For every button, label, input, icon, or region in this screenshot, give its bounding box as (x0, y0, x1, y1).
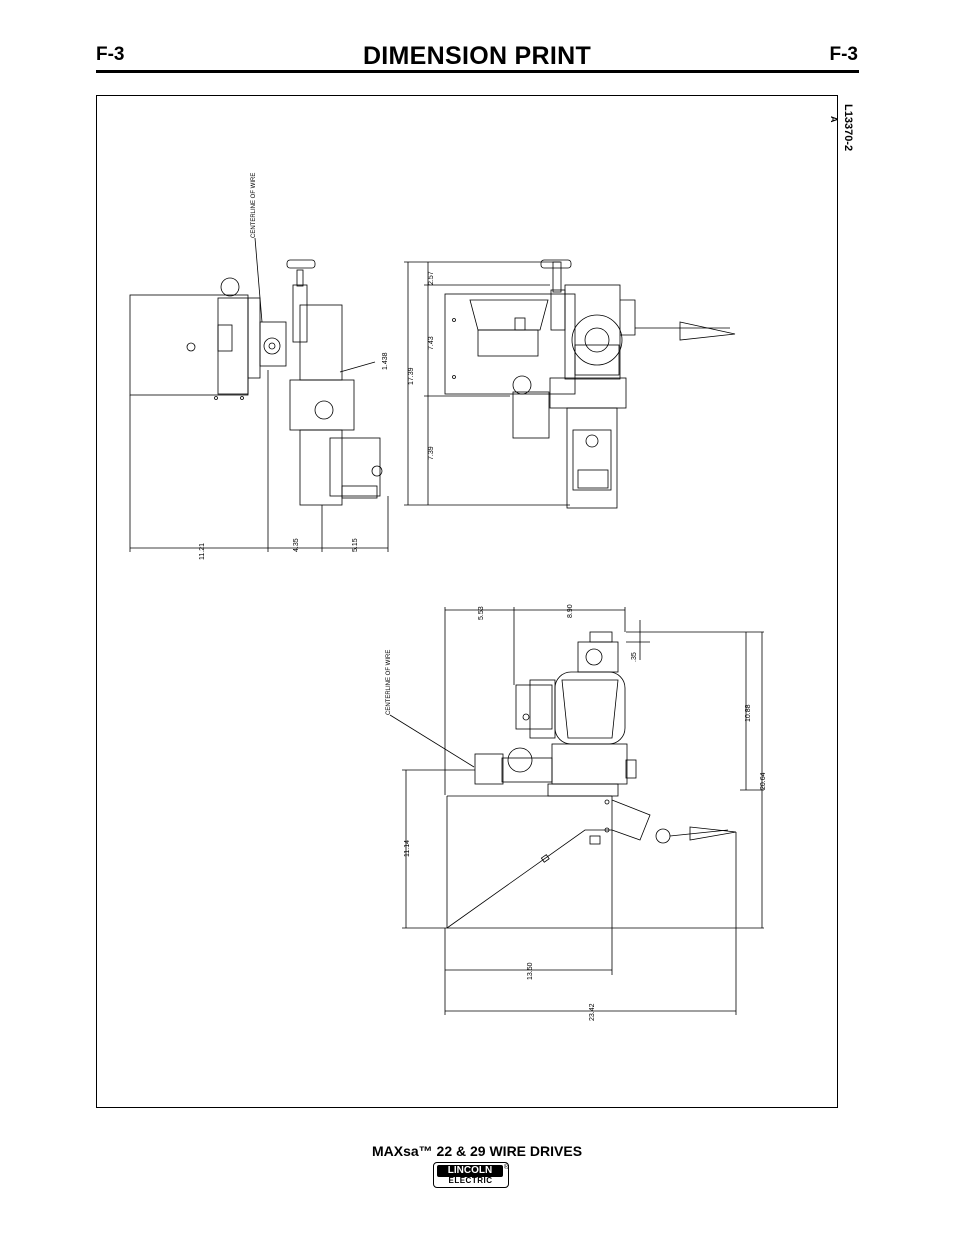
drawing-frame (96, 95, 838, 1108)
centerline-label-top: CENTERLINE OF WIRE (251, 173, 257, 238)
dim-8-90: 8.90 (567, 604, 574, 618)
revision-letter: A (829, 116, 839, 123)
dim-11-14: 11.14 (404, 840, 411, 857)
dim-1-438: 1.438 (382, 352, 389, 370)
centerline-label-bottom: CENTERLINE OF WIRE (386, 650, 392, 715)
page-code-left: F-3 (96, 44, 125, 65)
footer-product-title: MAXsa™ 22 & 29 WIRE DRIVES (371, 1143, 583, 1159)
front-view-top-right (444, 259, 736, 509)
top-view-bottom (446, 631, 737, 929)
dim-10-88: 10.88 (745, 704, 752, 722)
dim-13-50: 13.50 (527, 962, 534, 980)
dim-5-15: 5.15 (352, 538, 359, 552)
side-view-top-left (129, 259, 383, 506)
dim-0-35: .35 (631, 652, 638, 662)
top-left-dimensions (129, 361, 389, 552)
registered-mark: ® (503, 1164, 509, 1171)
dim-7-43: 7.43 (428, 336, 435, 350)
page-code-right: F-3 (829, 44, 859, 65)
centerline-leader-bottom (389, 714, 475, 768)
dim-17-39: 17.39 (408, 367, 415, 385)
dim-11-21: 11.21 (199, 543, 206, 560)
page-title: DIMENSION PRINT (362, 42, 592, 70)
lincoln-electric-logo: LINCOLN ® ELECTRIC (433, 1162, 509, 1188)
logo-electric: ELECTRIC (448, 1176, 493, 1185)
centerline-leader-top (254, 237, 263, 323)
top-right-dimensions (404, 261, 570, 506)
dim-2-57: 2.57 (428, 271, 435, 285)
bottom-dimensions (402, 607, 764, 1015)
logo-lincoln: LINCOLN (437, 1165, 503, 1177)
dim-23-42: 23.42 (589, 1003, 596, 1021)
dim-7-39: 7.39 (428, 446, 435, 460)
header-rule (96, 70, 859, 73)
dim-4-35: 4.35 (293, 538, 300, 552)
dim-20-64: 20.64 (760, 772, 767, 790)
drawing-number: L13370-2 (842, 104, 854, 151)
dim-5-53: 5.53 (478, 606, 485, 620)
